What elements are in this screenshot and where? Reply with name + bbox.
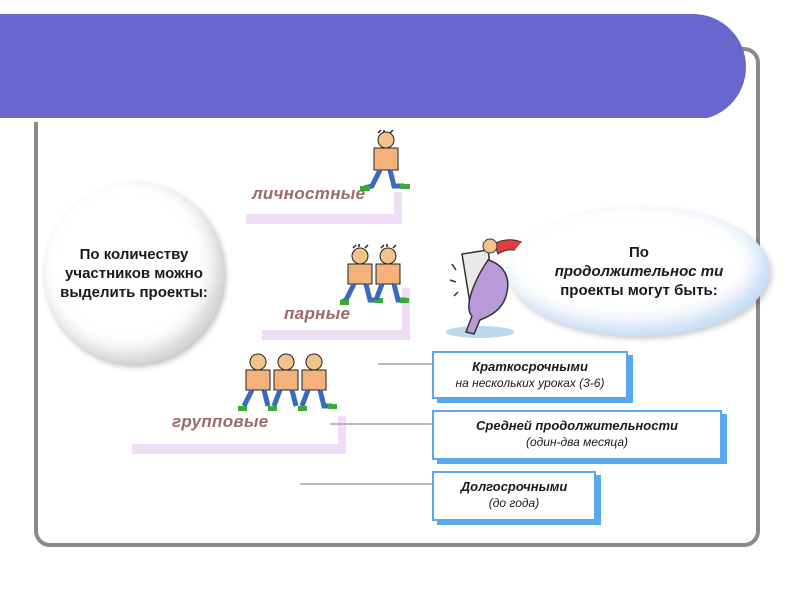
duration-text: По продолжительнос ти проекты могут быть… xyxy=(508,243,770,300)
connector-short xyxy=(378,363,434,365)
duration-text-2: продолжительнос ти xyxy=(554,262,724,280)
type-personal-label: личностные xyxy=(252,184,366,203)
duration-short-subtitle: на нескольких уроках (3-6) xyxy=(455,376,605,390)
participants-bubble: По количеству участников можно выделить … xyxy=(44,182,224,364)
header-divider xyxy=(0,118,708,122)
group-icon xyxy=(238,353,337,411)
duration-short-title: Краткосрочными xyxy=(472,359,588,374)
duration-bubble: По продолжительнос ти проекты могут быть… xyxy=(508,206,770,336)
step-personal xyxy=(246,192,402,224)
duration-long-subtitle: (до года) xyxy=(488,496,540,510)
pair-icon xyxy=(340,244,409,305)
type-group-label: групповые xyxy=(172,412,269,431)
header-band xyxy=(0,14,746,122)
duration-medium-box: Средней продолжительности (один-два меся… xyxy=(432,410,722,460)
step-pair xyxy=(262,288,410,340)
duration-medium-subtitle: (один-два месяца) xyxy=(525,435,629,449)
duration-short-box: Краткосрочными на нескольких уроках (3-6… xyxy=(432,351,628,399)
type-pair-label: парные xyxy=(284,304,351,323)
person-icon xyxy=(360,130,410,191)
running-man-icon xyxy=(446,238,529,338)
connector-long xyxy=(300,483,434,485)
step-group xyxy=(132,416,346,454)
duration-text-1: По xyxy=(629,243,649,261)
participants-text: По количеству участников можно выделить … xyxy=(60,245,208,301)
duration-text-3: проекты могут быть: xyxy=(560,281,718,299)
duration-long-box: Долгосрочными (до года) xyxy=(432,471,596,521)
duration-long-title: Долгосрочными xyxy=(460,479,568,494)
duration-medium-title: Средней продолжительности xyxy=(476,418,678,433)
connector-medium xyxy=(330,423,434,425)
